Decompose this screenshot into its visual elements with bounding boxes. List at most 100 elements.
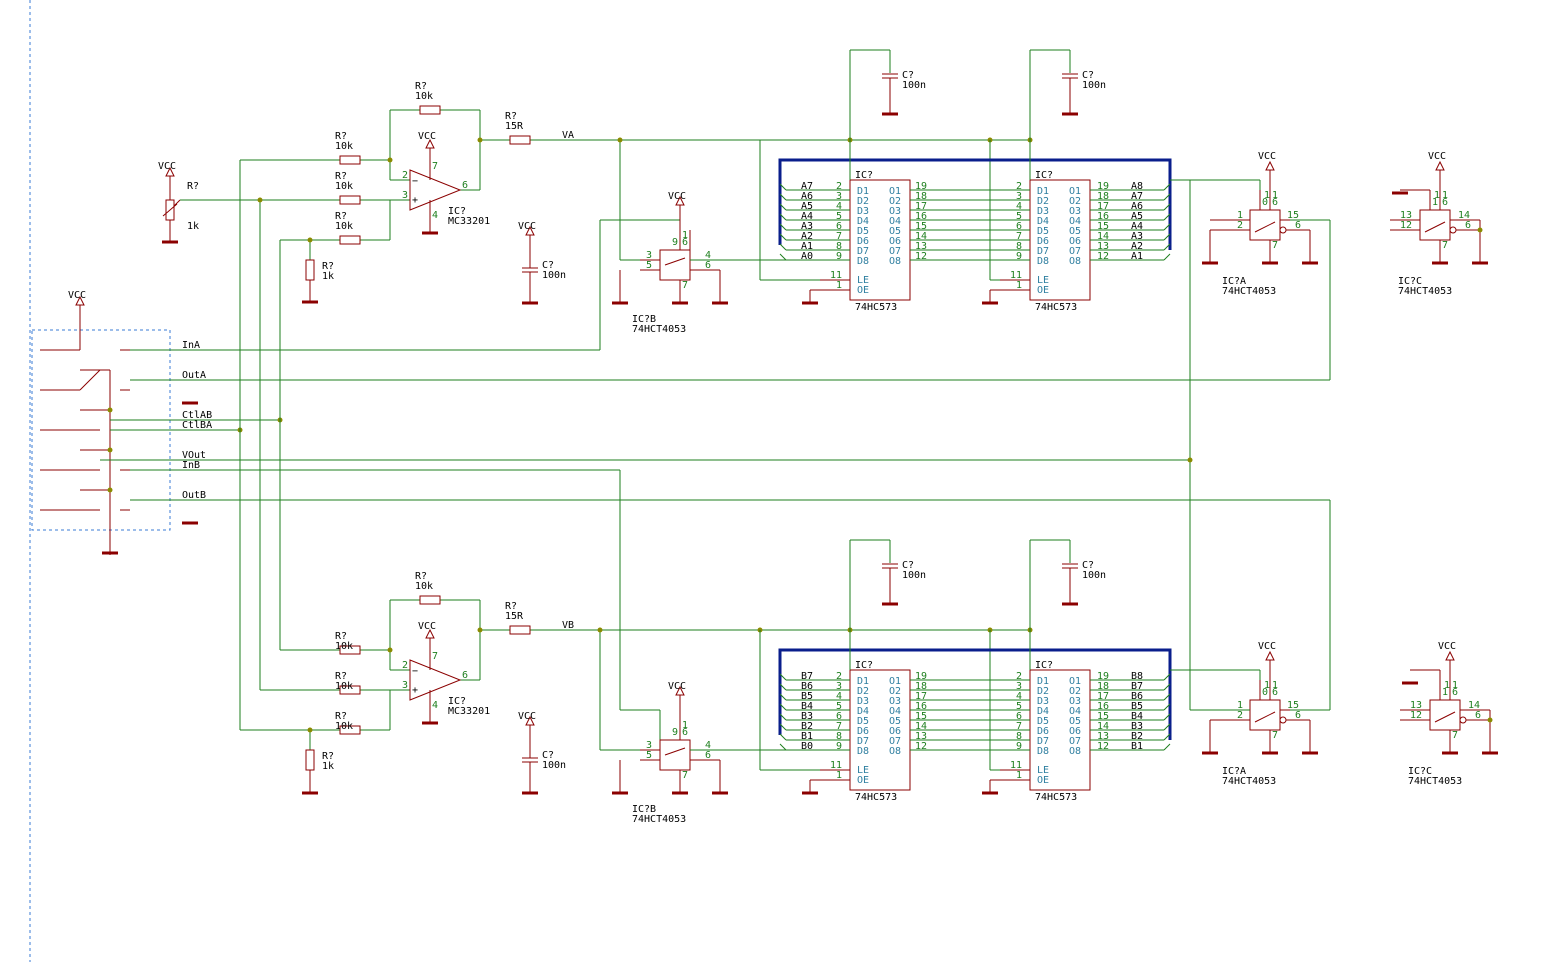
latch-pin-name: O7: [1069, 736, 1081, 747]
resistor-ref: R?: [322, 751, 334, 762]
bus-entry: [1163, 733, 1171, 741]
latch-pin-name: D7: [1037, 736, 1049, 747]
vcc-label: VCC: [518, 221, 536, 232]
bus-entry: [779, 693, 787, 701]
mux-ref: IC?A: [1222, 276, 1246, 287]
latch-pin-number: 9: [1016, 251, 1022, 262]
svg-text:1: 1: [836, 770, 842, 781]
mux-part: 74HCT4053: [1398, 286, 1452, 297]
latch-pin-number: 2: [836, 671, 842, 682]
latch-pin-number: 6: [1016, 711, 1022, 722]
channel-a-amplifier: VCC R? 1k R? 10k R? 10k R? 10k R? 10k R?…: [158, 81, 1033, 730]
latch-pin-number: 16: [915, 701, 927, 712]
bus-signal-label: A7: [1131, 191, 1143, 202]
channel-b-mux-b: VCC 3 5 4 6 1 9 6 7 IC?B 74HCT4053: [612, 681, 850, 825]
latch-part: 74HC573: [1035, 792, 1077, 803]
bus-signal-label: A3: [801, 221, 813, 232]
channel-a-mux-a: VCC 1 2 15 6 1 1 0 6 7 IC?A 74HCT4053: [1170, 151, 1318, 297]
mux-part: 74HCT4053: [632, 814, 686, 825]
latch-pin-name: O3: [1069, 696, 1081, 707]
latch-pin-name: D6: [857, 236, 869, 247]
latch-pin-name: D4: [857, 216, 869, 227]
latch-pin-number: 4: [1016, 201, 1022, 212]
vcc-label: VCC: [158, 161, 176, 172]
bus-entry: [779, 673, 787, 681]
resistor-value: 10k: [335, 181, 353, 192]
svg-text:1: 1: [1272, 190, 1278, 201]
bus-signal-label: A5: [1131, 211, 1143, 222]
svg-text:6: 6: [1272, 197, 1278, 208]
cap-value: 100n: [542, 760, 566, 771]
latch-pin-name: O8: [1069, 746, 1081, 757]
latch-pin-number: 4: [1016, 691, 1022, 702]
pot-ref: R?: [187, 181, 199, 192]
latch-pin-number: 18: [915, 681, 927, 692]
bus-entry: [1163, 243, 1171, 251]
latch-pin-number: 7: [836, 231, 842, 242]
latch-ref: IC?: [855, 660, 873, 671]
mux-part: 74HCT4053: [632, 324, 686, 335]
bus-signal-label: B1: [1131, 741, 1143, 752]
bus-entry: [779, 713, 787, 721]
bus-signal-label: A2: [801, 231, 813, 242]
latch-pin-name: O5: [889, 716, 901, 727]
svg-text:7: 7: [432, 651, 438, 662]
opamp-ref: IC?: [448, 206, 466, 217]
latch-pin-name: O2: [889, 196, 901, 207]
latch-pin-number: 15: [915, 711, 927, 722]
latch-pin-number: 3: [836, 191, 842, 202]
resistor-value: 10k: [335, 141, 353, 152]
latch-pin-number: 5: [1016, 211, 1022, 222]
cap-ref: C?: [1082, 560, 1094, 571]
svg-text:1: 1: [1237, 700, 1243, 711]
latch-pin-number: 17: [915, 691, 927, 702]
latch-ref: IC?: [1035, 660, 1053, 671]
latch-pin-name: O8: [1069, 256, 1081, 267]
bus-signal-label: A2: [1131, 241, 1143, 252]
bus-entry: [1163, 723, 1171, 731]
latch-pin-name: D8: [857, 256, 869, 267]
latch-pin-name: D6: [857, 726, 869, 737]
channel-a-mux-c: VCC 13 12 14 6 1 1 1 6 7 IC?C 74HCT4053: [1390, 151, 1488, 297]
svg-text:12: 12: [1400, 220, 1412, 231]
bus-signal-label: B3: [1131, 721, 1143, 732]
channel-b-latches: IC? 74HC573 LE OE 11 1 IC? 74HC573 LE OE…: [759, 539, 1172, 803]
bus-signal-label: B7: [801, 671, 813, 682]
svg-text:2: 2: [402, 660, 408, 671]
bus-entry: [1163, 713, 1171, 721]
svg-text:1: 1: [1442, 190, 1448, 201]
latch-pin-name: O6: [889, 726, 901, 737]
mux-ref: IC?B: [632, 314, 656, 325]
latch-pin-number: 14: [915, 721, 927, 732]
latch-pin-name: D3: [1037, 206, 1049, 217]
mux-ref: IC?C: [1398, 276, 1422, 287]
resistor-value: 10k: [415, 581, 433, 592]
svg-text:3: 3: [402, 190, 408, 201]
svg-text:0: 0: [1262, 197, 1268, 208]
svg-text:4: 4: [705, 250, 711, 261]
bus-entry: [1163, 213, 1171, 221]
svg-text:1: 1: [1432, 197, 1438, 208]
bus-signal-label: B6: [1131, 691, 1143, 702]
latch-pin-number: 3: [1016, 681, 1022, 692]
latch-le: LE: [1037, 765, 1049, 776]
mux-ref: IC?C: [1408, 766, 1432, 777]
channel-a-mux-b: VCC 3 5 4 6 1 9 6 7 IC?B 74HCT4053: [612, 191, 850, 335]
cap-ref: C?: [1082, 70, 1094, 81]
latch-pin-name: D8: [857, 746, 869, 757]
resistor-value: 10k: [335, 221, 353, 232]
svg-text:1: 1: [1272, 680, 1278, 691]
latch-pin-number: 19: [1097, 671, 1109, 682]
latch-pin-number: 15: [915, 221, 927, 232]
svg-text:2: 2: [402, 170, 408, 181]
resistor-ref: R?: [335, 211, 347, 222]
net-label-inb: InB: [182, 460, 200, 471]
svg-text:6: 6: [705, 750, 711, 761]
resistor-value: 10k: [335, 721, 353, 732]
net-label-va: VA: [562, 130, 574, 141]
latch-pin-number: 9: [836, 251, 842, 262]
latch-pin-number: 14: [915, 231, 927, 242]
latch-pin-name: O3: [889, 206, 901, 217]
latch-le: LE: [857, 275, 869, 286]
bus-entry: [1163, 253, 1171, 261]
